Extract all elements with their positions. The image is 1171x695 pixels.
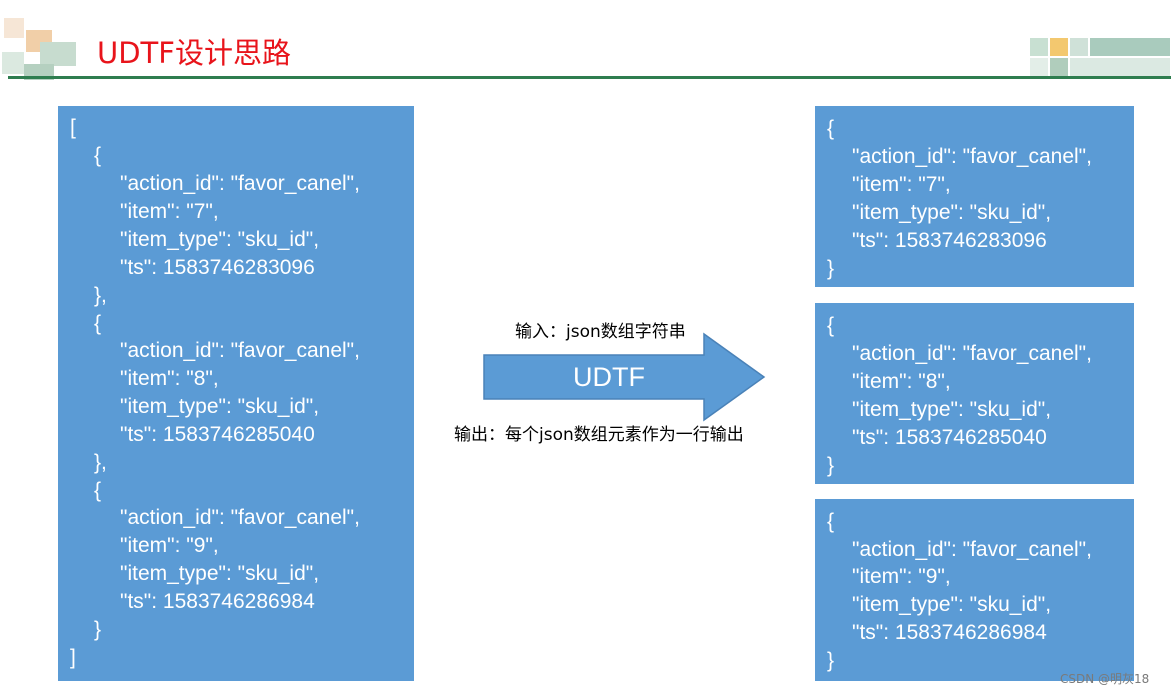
code-line: {	[827, 314, 835, 337]
code-line: "ts": 1583746283096	[852, 229, 1047, 252]
code-line: "action_id": "favor_canel",	[120, 172, 360, 195]
code-line: {	[94, 144, 102, 167]
code-line: {	[827, 510, 835, 533]
code-line: "action_id": "favor_canel",	[852, 538, 1092, 561]
code-line: "item": "7",	[852, 173, 951, 196]
code-line: "action_id": "favor_canel",	[120, 506, 360, 529]
code-line: ]	[70, 646, 76, 669]
code-line: "item": "9",	[852, 565, 951, 588]
code-line: "item": "8",	[852, 370, 951, 393]
code-line: }	[94, 618, 102, 641]
code-line: },	[94, 451, 107, 474]
udtf-arrow-shape	[483, 332, 766, 422]
output-caption: 输出：每个json数组元素作为一行输出	[454, 425, 744, 445]
slide-title: UDTF设计思路	[97, 36, 291, 70]
code-line: "action_id": "favor_canel",	[120, 339, 360, 362]
code-line: {	[827, 117, 835, 140]
output-row-box-3: { "action_id": "favor_canel", "item": "9…	[815, 499, 1134, 681]
header-decoration-left	[0, 16, 80, 82]
code-line: "item_type": "sku_id",	[120, 228, 320, 251]
code-line: "ts": 1583746286984	[852, 621, 1047, 644]
code-line: "action_id": "favor_canel",	[852, 342, 1092, 365]
code-line: "item_type": "sku_id",	[120, 562, 320, 585]
code-line: "item": "7",	[120, 200, 219, 223]
code-line: "item_type": "sku_id",	[852, 201, 1052, 224]
watermark: CSDN @明灰18	[1060, 672, 1150, 686]
code-line: "item_type": "sku_id",	[852, 398, 1052, 421]
code-line: "ts": 1583746286984	[120, 590, 315, 613]
code-line: {	[94, 312, 102, 335]
code-line: "item_type": "sku_id",	[120, 395, 320, 418]
code-line: {	[94, 479, 102, 502]
output-row-box-2: { "action_id": "favor_canel", "item": "8…	[815, 303, 1134, 484]
title-divider	[8, 76, 1171, 79]
header-decoration-right	[1026, 36, 1171, 80]
code-line: "ts": 1583746285040	[852, 426, 1047, 449]
input-json-array-box: [ { "action_id": "favor_canel", "item": …	[58, 106, 414, 681]
output-row-box-1: { "action_id": "favor_canel", "item": "7…	[815, 106, 1134, 287]
code-line: "ts": 1583746285040	[120, 423, 315, 446]
code-line: "item": "9",	[120, 534, 219, 557]
code-line: }	[827, 257, 835, 280]
code-line: "ts": 1583746283096	[120, 256, 315, 279]
code-line: "item": "8",	[120, 367, 219, 390]
code-line: },	[94, 284, 107, 307]
code-line: }	[827, 454, 835, 477]
code-line: }	[827, 649, 835, 672]
udtf-label: UDTF	[573, 362, 645, 392]
code-line: [	[70, 116, 76, 139]
code-line: "action_id": "favor_canel",	[852, 145, 1092, 168]
code-line: "item_type": "sku_id",	[852, 593, 1052, 616]
input-caption: 输入：json数组字符串	[515, 322, 686, 342]
